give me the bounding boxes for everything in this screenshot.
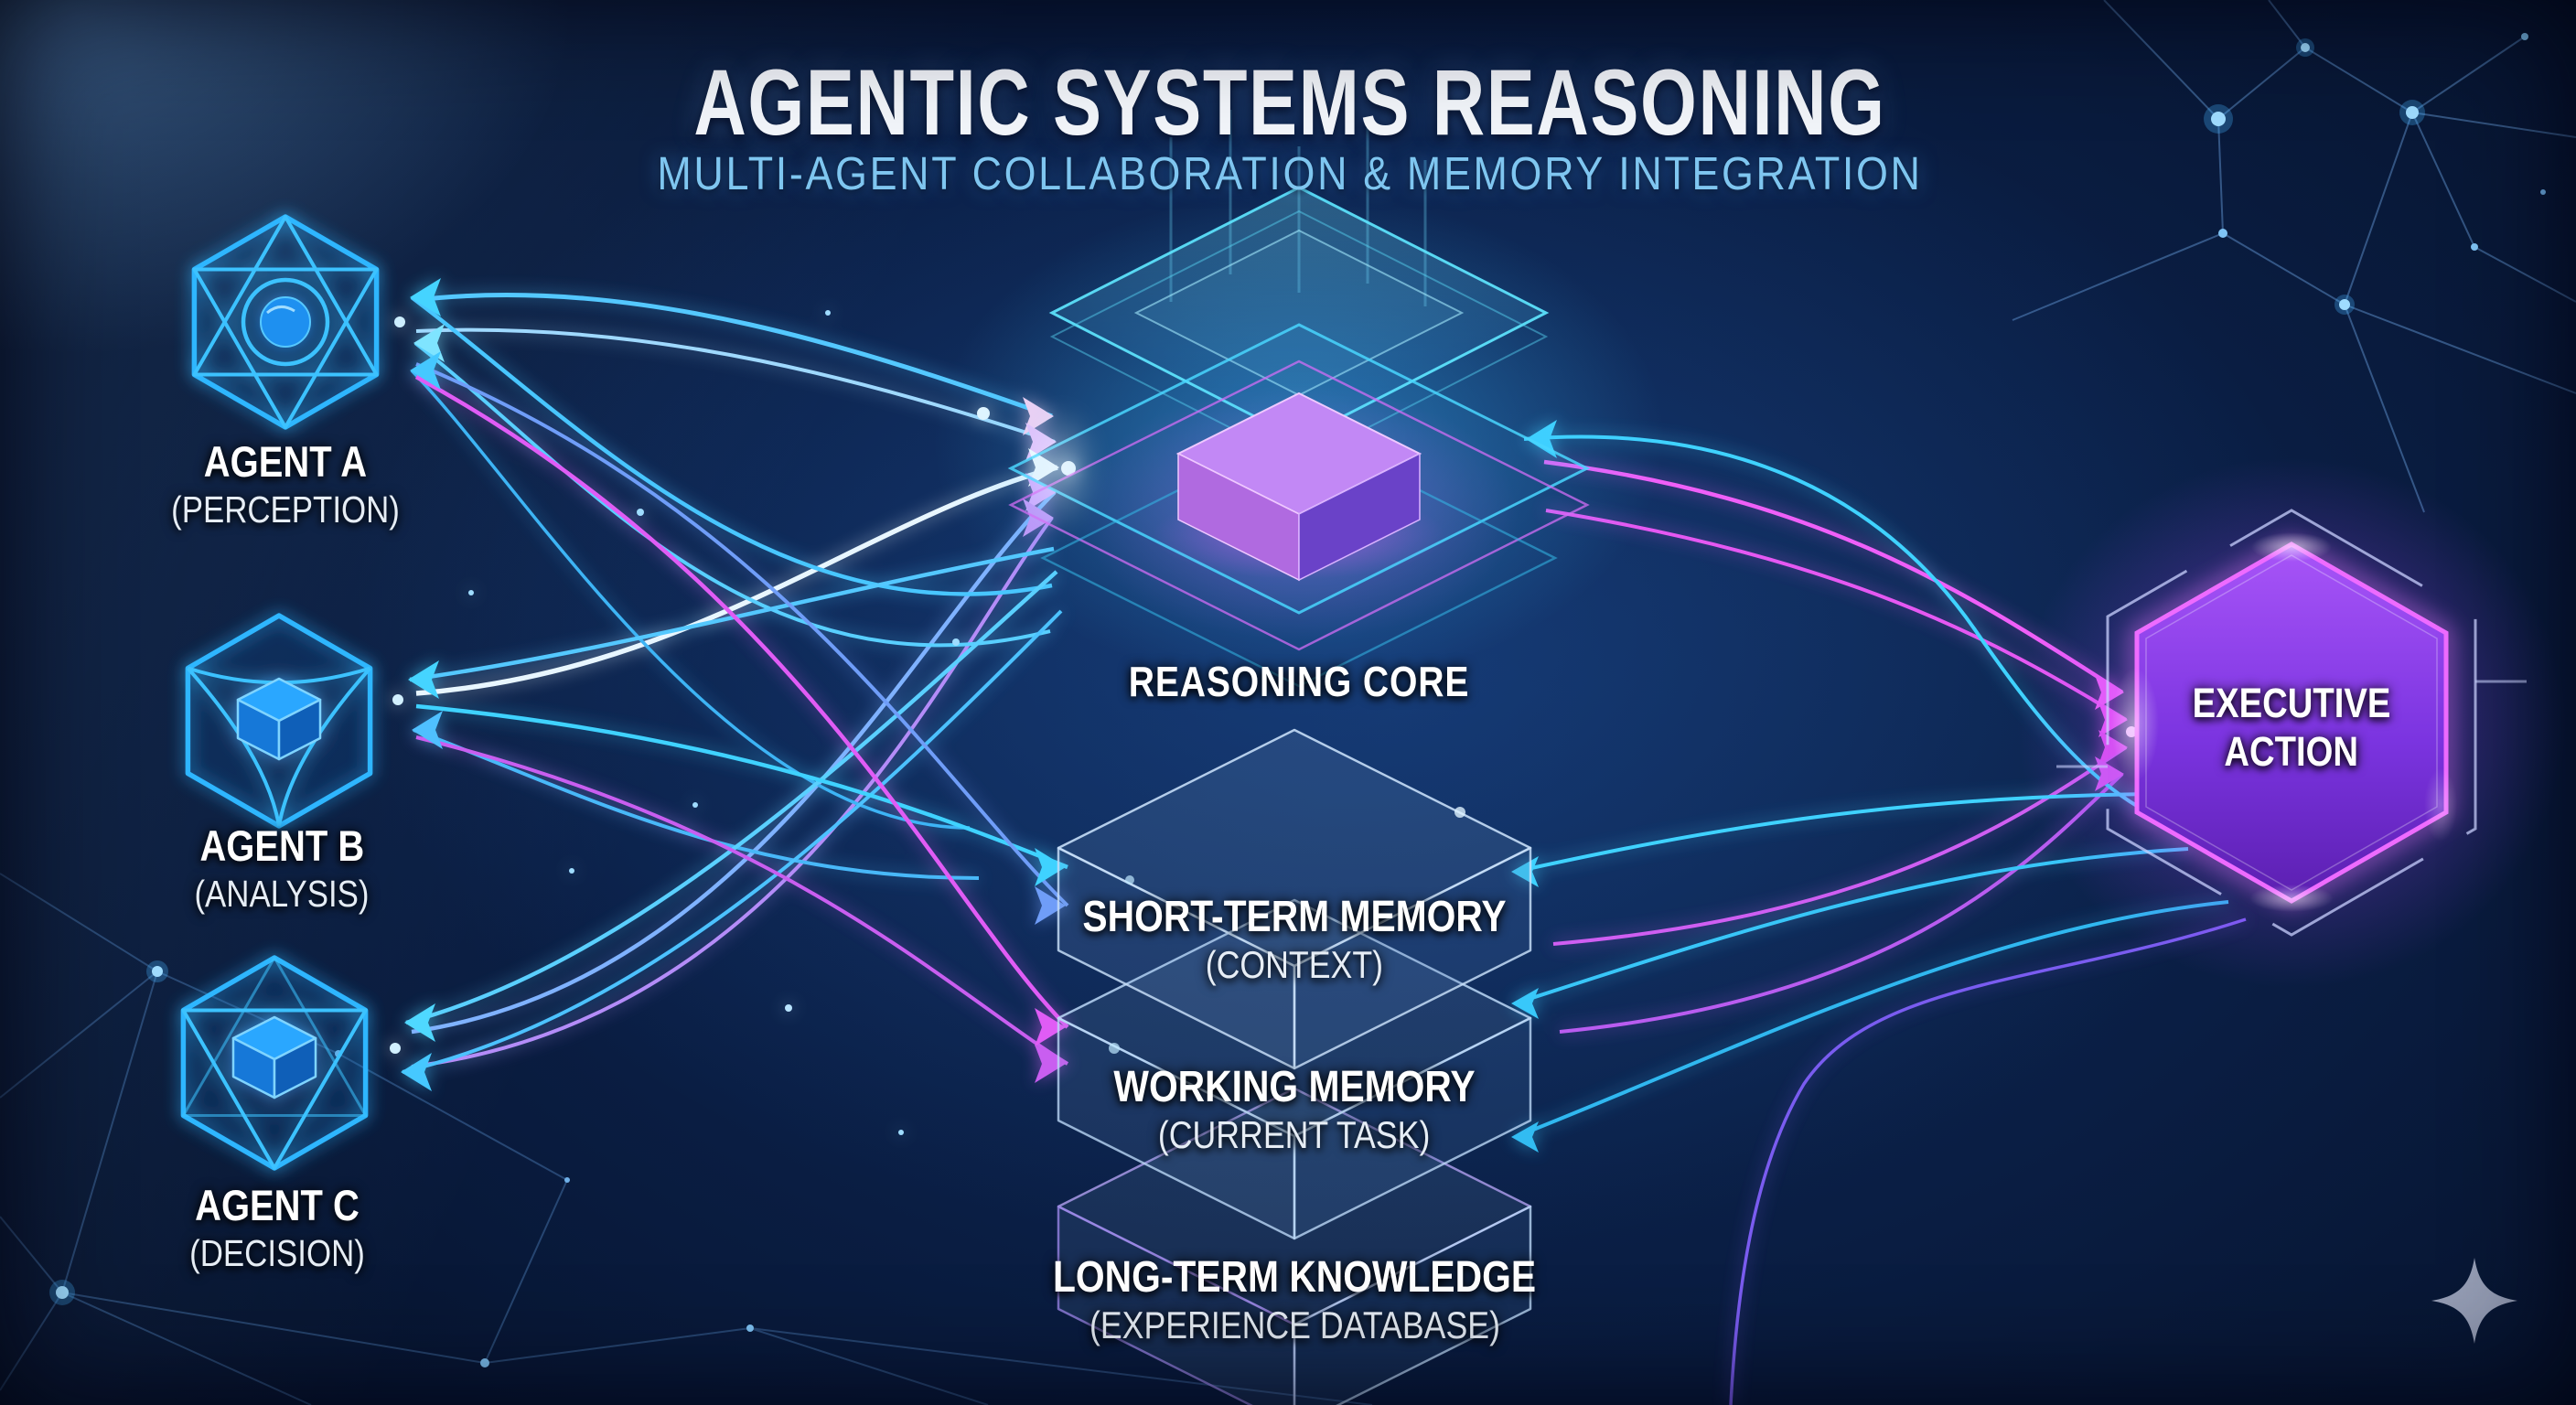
agent-c-role: (DECISION) [189, 1232, 365, 1274]
agent-a-role: (PERCEPTION) [171, 488, 400, 531]
sparkle-icon [2431, 1258, 2517, 1344]
agent-c-label: AGENT C (DECISION) [174, 1181, 381, 1276]
agent-c-name: AGENT C [195, 1181, 360, 1229]
agent-b-name: AGENT B [199, 821, 364, 870]
constellation-bottom-left [0, 873, 1373, 1405]
short-term-memory-box [1057, 728, 1532, 1070]
short-term-memory-label: SHORT-TERM MEMORY (CONTEXT) [1082, 893, 1507, 986]
agent-b-label: AGENT B (ANALYSIS) [179, 821, 385, 917]
constellation-top-right [2012, 0, 2576, 513]
executive-action-hexagon [2017, 457, 2566, 988]
memory-stack [1057, 728, 1532, 1405]
agent-icons [183, 217, 376, 1168]
constellation-top-right-nodes [2204, 33, 2546, 315]
agent-b-role: (ANALYSIS) [194, 873, 370, 915]
working-memory-label: WORKING MEMORY (CURRENT TASK) [1113, 1063, 1476, 1156]
executive-action-label: EXECUTIVE ACTION [2192, 680, 2391, 775]
reasoning-core-icon [933, 110, 1665, 688]
reasoning-core-label: REASONING CORE [1128, 658, 1470, 705]
agent-a-name: AGENT A [203, 437, 368, 486]
page-title: AGENTIC SYSTEMS REASONING [693, 50, 1886, 155]
agent-a-label: AGENT A (PERCEPTION) [151, 437, 420, 532]
long-term-knowledge-label: LONG-TERM KNOWLEDGE (EXPERIENCE DATABASE… [1052, 1253, 1537, 1346]
constellation-bottom-left-nodes [49, 960, 754, 1367]
page-subtitle: MULTI-AGENT COLLABORATION & MEMORY INTEG… [657, 147, 1923, 199]
